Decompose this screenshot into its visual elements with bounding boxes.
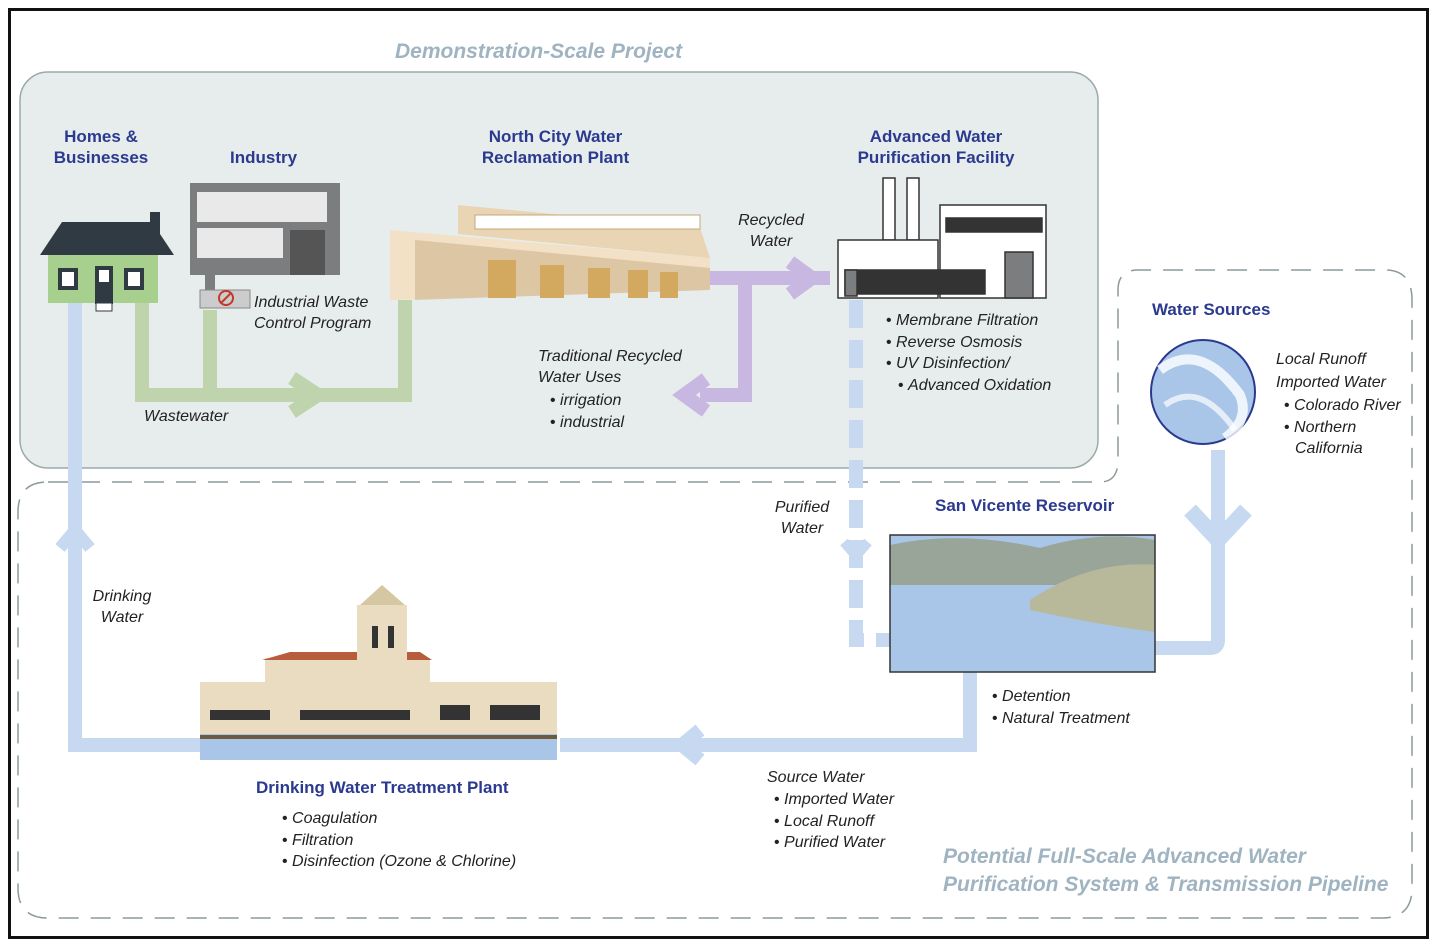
recycled-arrow-right [785, 256, 824, 300]
drinking-water-line-1: Drinking [92, 588, 152, 605]
awpf-illustration [837, 177, 1047, 299]
recycled-water-label: Recycled Water [734, 210, 808, 252]
water-sources-california: California [1295, 440, 1363, 457]
traditional-uses-line-1: Traditional Recycled [538, 348, 682, 365]
recycled-water-line-1: Recycled [738, 212, 804, 229]
reservoir-treatment-item: Detention [992, 686, 1130, 708]
purified-arrow [840, 538, 872, 564]
drinking-flow [68, 300, 1225, 752]
purified-water-line-1: Purified [774, 499, 830, 516]
dwtp-process-item: Coagulation [282, 808, 516, 830]
water-sources-local: Local Runoff [1276, 351, 1366, 368]
drinking-water-label: Drinking Water [84, 586, 160, 628]
reservoir-illustration [889, 534, 1156, 673]
san-vicente-heading: San Vicente Reservoir [935, 496, 1115, 515]
traditional-use-item: irrigation [550, 390, 624, 412]
north-city-heading: North City Water Reclamation Plant [473, 126, 638, 168]
awpf-process-item: UV Disinfection/ [886, 353, 1051, 375]
industrial-waste-label: Industrial Waste Control Program [254, 292, 371, 334]
drinking-water-line-2: Water [100, 609, 144, 626]
dwtp-illustration [200, 585, 557, 760]
industry-illustration [190, 183, 340, 309]
source-water-item: Imported Water [774, 789, 894, 811]
awpf-process-item: Reverse Osmosis [886, 332, 1051, 354]
water-source-item: Colorado River [1284, 395, 1401, 417]
water-sources-arrow [1184, 504, 1252, 552]
purified-water-line-2: Water [780, 520, 824, 537]
reservoir-treatment-list: Detention Natural Treatment [992, 686, 1130, 729]
water-source-item: Northern [1284, 417, 1401, 439]
recycled-arrow-left [672, 373, 711, 417]
purified-water-label: Purified Water [768, 497, 836, 539]
awpf-heading-line-2: Purification Facility [857, 148, 1015, 167]
awpf-process-list: Membrane Filtration Reverse Osmosis UV D… [886, 310, 1051, 396]
dwtp-process-item: Filtration [282, 830, 516, 852]
north-city-heading-line-2: Reclamation Plant [481, 148, 630, 167]
industrial-waste-line-1: Industrial Waste [254, 294, 369, 311]
source-water-item: Local Runoff [774, 811, 894, 833]
industrial-waste-line-2: Control Program [254, 315, 372, 332]
wastewater-label: Wastewater [144, 408, 229, 425]
full-scale-title-line-2: Purification System & Transmission Pipel… [943, 873, 1389, 896]
traditional-use-item: industrial [550, 412, 624, 434]
dwtp-process-item: Disinfection (Ozone & Chlorine) [282, 851, 516, 873]
demonstration-scale-title: Demonstration-Scale Project [395, 40, 683, 63]
wastewater-arrow [288, 372, 331, 418]
dwtp-heading: Drinking Water Treatment Plant [256, 778, 509, 797]
drinking-water-arrow [55, 520, 95, 552]
source-water-arrow [671, 724, 705, 766]
water-sources-list: Colorado River Northern [1284, 395, 1401, 438]
house-illustration [40, 212, 174, 312]
purified-flow [849, 300, 890, 647]
traditional-uses-line-2: Water Uses [538, 369, 622, 386]
awpf-process-item-continued-text: Advanced Oxidation [908, 376, 1052, 394]
source-water-list: Imported Water Local Runoff Purified Wat… [774, 789, 894, 854]
homes-heading-line-1: Homes & [64, 127, 138, 146]
homes-heading: Homes & Businesses [48, 126, 154, 168]
traditional-uses-label: Traditional Recycled Water Uses [538, 346, 682, 388]
awpf-heading-line-1: Advanced Water [869, 127, 1003, 146]
full-scale-title-line-1: Potential Full-Scale Advanced Water [943, 845, 1306, 868]
source-water-item: Purified Water [774, 832, 894, 854]
awpf-process-item-continued: Advanced Oxidation [886, 375, 1051, 397]
traditional-uses-list: irrigation industrial [550, 390, 624, 433]
full-scale-boundary [17, 269, 1413, 919]
reservoir-treatment-item: Natural Treatment [992, 708, 1130, 730]
awpf-heading: Advanced Water Purification Facility [852, 126, 1020, 168]
north-city-heading-line-1: North City Water [488, 127, 623, 146]
awpf-process-item: Membrane Filtration [886, 310, 1051, 332]
wastewater-flow [135, 300, 412, 402]
recycled-water-line-2: Water [749, 233, 793, 250]
north-city-plant-illustration [390, 205, 710, 300]
dwtp-process-list: Coagulation Filtration Disinfection (Ozo… [282, 808, 516, 873]
industry-heading: Industry [230, 148, 298, 167]
water-sources-imported: Imported Water [1276, 374, 1386, 391]
source-water-label: Source Water [767, 769, 865, 786]
water-sources-globe [1150, 339, 1256, 445]
homes-heading-line-2: Businesses [53, 148, 149, 167]
water-sources-heading: Water Sources [1152, 300, 1271, 319]
